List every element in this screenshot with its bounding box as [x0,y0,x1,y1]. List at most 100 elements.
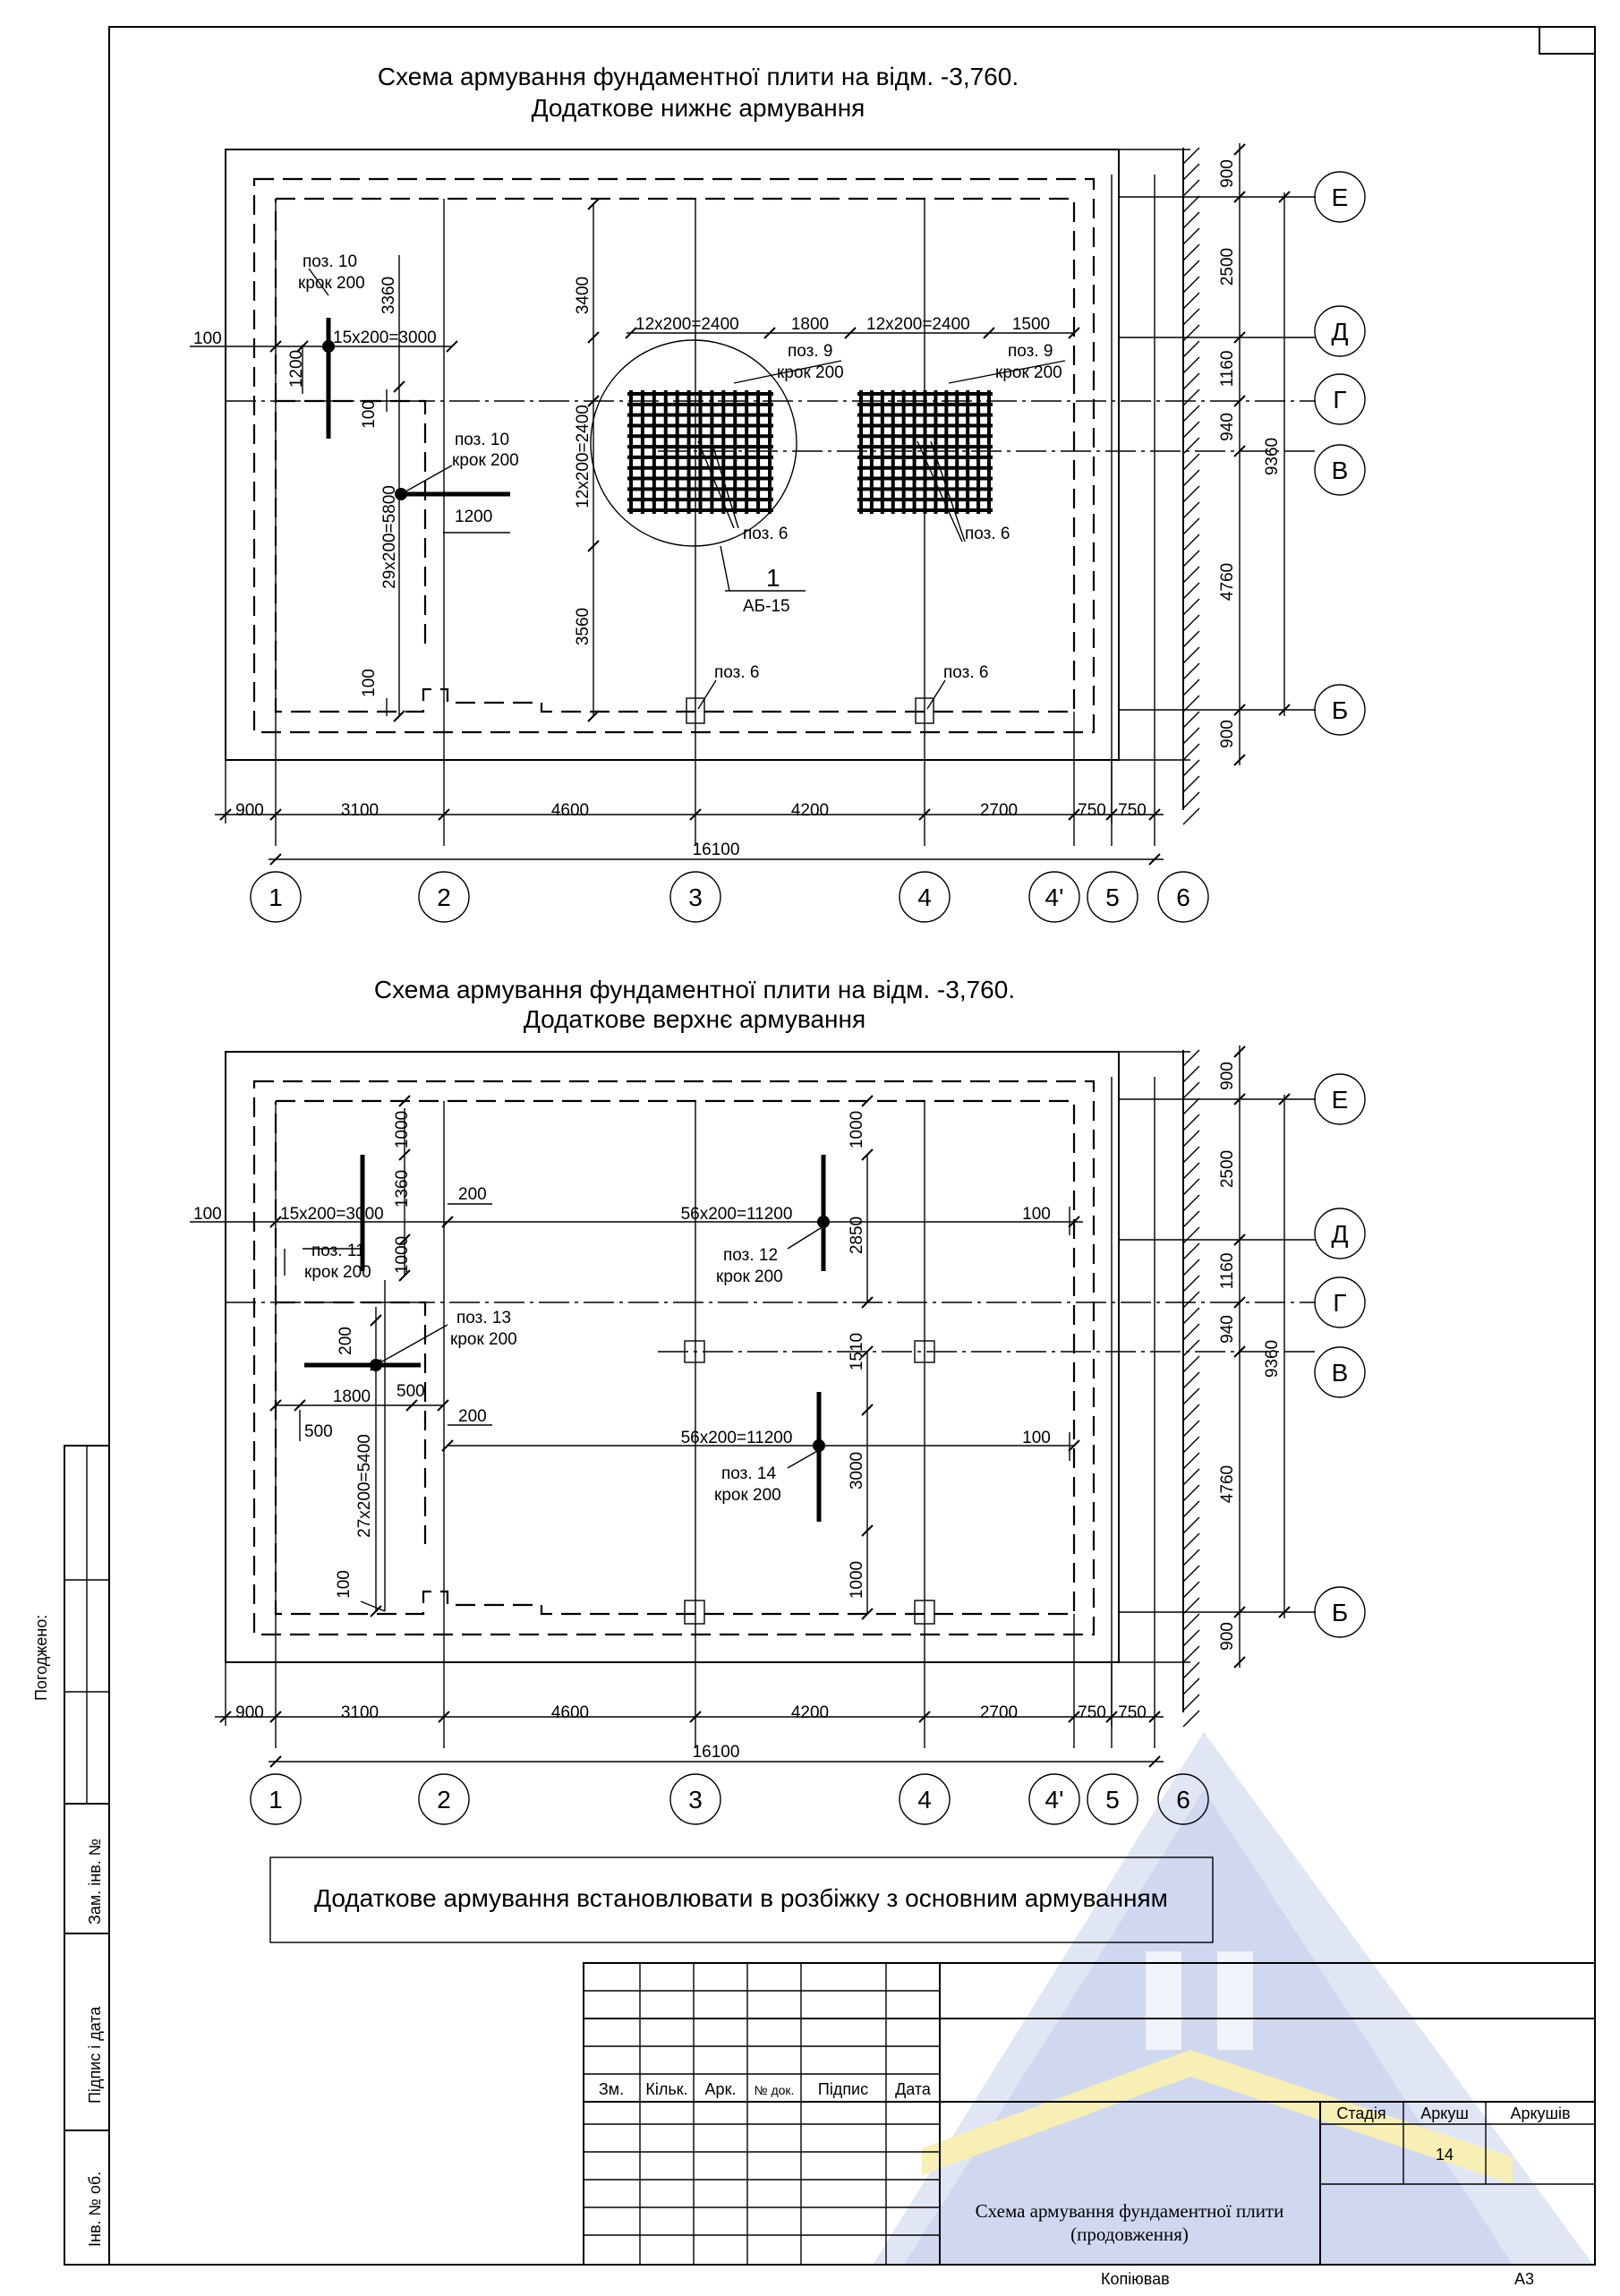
dim-750a: 750 [1078,801,1106,820]
tb-col-data: Дата [895,2080,932,2098]
lbl-poz6b: поз. 6 [965,525,1010,543]
lbl-poz9b: поз. 9 [1008,342,1053,361]
axis-label: Е [1332,184,1349,211]
hatch-stroke [1182,1242,1200,1260]
dim-tick [1278,704,1291,716]
dim-tick [269,1399,282,1412]
dim-tick [1233,143,1246,156]
blbl-1000a: 1000 [393,1111,412,1148]
axis-bubble [1314,1586,1366,1638]
axis-label: 1 [269,1786,283,1814]
dim-tick [1068,1216,1080,1228]
bvdim-900b: 900 [1218,1622,1237,1651]
dim-tick [219,1711,232,1723]
hatch-stroke [1182,227,1200,245]
hatch-stroke [1182,1549,1200,1566]
hatch-stroke [1182,1597,1200,1615]
lbl-krok9b: крок 200 [995,363,1062,382]
hatch-stroke [1182,340,1200,358]
dim-tick [370,1314,382,1327]
dim-tick [861,1148,874,1161]
dim-tick [1148,808,1161,821]
blbl-56x200a: 56x200=11200 [681,1205,793,1224]
hatch-stroke [1182,1339,1200,1357]
axis-label: 3 [688,1786,703,1814]
blbl-200b: 200 [337,1327,355,1355]
vdim-900a: 900 [1218,159,1237,188]
axis-label: Д [1332,1220,1349,1248]
dim-tick [763,327,776,339]
zam-inv-label: Зам. інв. № [86,1839,104,1925]
hatch-stroke [1182,292,1200,310]
hatch-stroke [1182,1420,1200,1438]
footer-format: А3 [1514,2270,1534,2288]
hatch-stroke [1182,1291,1200,1309]
bvdim-1160: 1160 [1218,1253,1237,1290]
dim-4600: 4600 [551,801,589,820]
inv-orig-label: Інв. № об. [86,2172,104,2247]
dim-tick [844,327,857,339]
dim-tick [296,340,309,353]
hatch-stroke [1182,1613,1200,1631]
dim-750b: 750 [1118,801,1147,820]
axis-label: Г [1333,1289,1346,1317]
hatch-stroke [1182,1532,1200,1550]
dim-tick [398,1233,411,1246]
hatch-stroke [1182,1178,1200,1196]
hatch-stroke [1182,517,1200,535]
dim-tick [438,1711,450,1723]
lbl-krok9a: крок 200 [777,363,844,382]
lbl-100b: 100 [360,400,379,429]
blbl-100d: 100 [335,1570,354,1599]
blbl-1360: 1360 [393,1170,412,1208]
dim-tick [1233,445,1246,457]
hatch-stroke [1182,1226,1200,1244]
title-block: Зм. Кільк. Арк. № док. Підпис Дата Стаді… [583,1962,1596,2266]
plan-top-title-2: Додаткове нижнє армування [532,94,865,122]
hatch-stroke [1182,437,1200,455]
vdim-2500: 2500 [1218,248,1237,286]
dim-tick [1233,331,1246,344]
dim-tick [1068,1439,1080,1452]
dim-tick [269,340,282,353]
hatch-stroke [1182,775,1200,793]
dim-tick [1233,1233,1246,1246]
plan-top-title-1: Схема армування фундаментної плити на ві… [378,63,1019,90]
hatch-stroke [1182,195,1200,213]
dim-tick [398,1269,411,1282]
hatch-stroke [1182,243,1200,261]
axis-label: Б [1332,1599,1348,1626]
plan-bottom-title-1: Схема армування фундаментної плити на ві… [374,976,1015,1003]
bdim-3100: 3100 [341,1703,379,1722]
hatch-stroke [1182,453,1200,471]
lbl-poz9a: поз. 9 [788,342,832,361]
hatch-stroke [1182,211,1200,229]
hatch-stroke [1182,630,1200,648]
axis-bubble [669,871,721,923]
axis-bubble [1087,1773,1138,1825]
tb-sheet: Аркуш [1420,2104,1469,2122]
hatch-stroke [1182,1452,1200,1470]
blbl-1510: 1510 [848,1333,866,1370]
hatch-stroke [1182,276,1200,294]
lbl-krok10b: крок 200 [452,451,519,470]
hatch-stroke [1182,485,1200,503]
dim-tick [219,808,232,821]
axis-label: 6 [1176,1786,1190,1814]
tb-col-pidpys: Підпис [818,2080,868,2098]
bvdim-9360: 9360 [1263,1340,1282,1378]
hatch-stroke [1182,1146,1200,1164]
lbl-1200h: 1200 [455,508,492,526]
blbl-27x200: 27x200=5400 [355,1434,374,1538]
hatch-stroke [1182,679,1200,696]
axis-bubble [1314,305,1366,357]
dim-tick [1068,327,1080,339]
lbl-krok10a: крок 200 [298,274,365,293]
blbl-200c: 200 [458,1407,487,1426]
blbl-100r2: 100 [1022,1429,1051,1447]
axis-bubble [1157,871,1209,923]
hatch-stroke [1182,1404,1200,1421]
dim-tick [1278,191,1291,203]
axis-bubble [1314,171,1366,223]
